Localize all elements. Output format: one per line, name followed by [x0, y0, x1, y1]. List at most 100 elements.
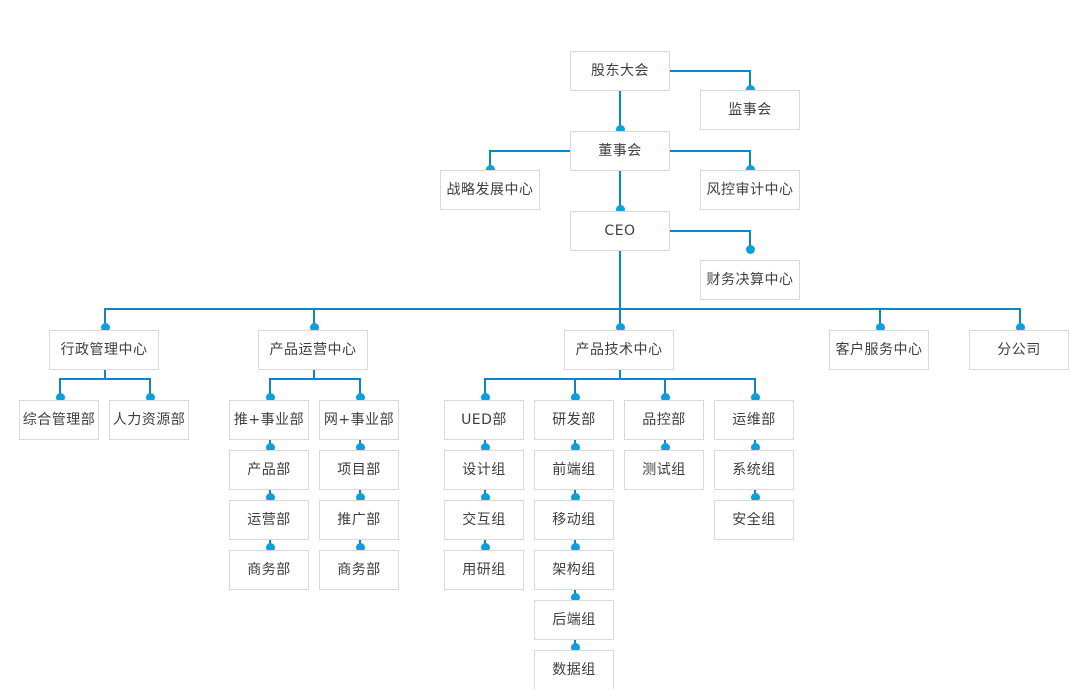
- edge-technology-to-ops-v: [754, 378, 756, 400]
- edge-bus-to-technology-v: [619, 308, 621, 330]
- node-label: 股东大会: [591, 63, 649, 79]
- node-label: 风控审计中心: [706, 182, 794, 198]
- node-business-dept-right[interactable]: 商务部: [319, 550, 399, 590]
- connector-dot-security-group: [751, 493, 760, 502]
- node-business-dept-left[interactable]: 商务部: [229, 550, 309, 590]
- node-label: 产品部: [247, 462, 291, 478]
- node-label: 客户服务中心: [835, 342, 923, 358]
- edge-technology-bus: [484, 378, 755, 380]
- connector-dot-frontend-group: [571, 443, 580, 452]
- node-label: 前端组: [552, 462, 596, 478]
- node-label: 后端组: [552, 612, 596, 628]
- node-tui-plus-business-unit[interactable]: 推+事业部: [229, 400, 309, 440]
- node-label: 架构组: [552, 562, 596, 578]
- edge-shareholders-to-supervisors-v: [749, 70, 751, 91]
- edge-ceo-to-bus-v: [619, 251, 621, 309]
- node-label: 推广部: [337, 512, 381, 528]
- connector-dot-backend-group: [571, 593, 580, 602]
- node-user-research-group[interactable]: 用研组: [444, 550, 524, 590]
- node-label: 产品运营中心: [269, 342, 357, 358]
- node-label: 战略发展中心: [446, 182, 534, 198]
- node-qa-dept[interactable]: 品控部: [624, 400, 704, 440]
- connector-dot-business-dept-right: [356, 543, 365, 552]
- connector-dot-strategy: [486, 165, 495, 174]
- connector-dot-design-group: [481, 443, 490, 452]
- node-human-resources-dept[interactable]: 人力资源部: [109, 400, 189, 440]
- node-frontend-group[interactable]: 前端组: [534, 450, 614, 490]
- node-general-management-dept[interactable]: 综合管理部: [19, 400, 99, 440]
- node-shareholders-meeting[interactable]: 股东大会: [570, 51, 670, 91]
- connector-dot-tui-business-unit: [266, 393, 275, 402]
- edge-bus-to-service-v: [879, 308, 881, 330]
- node-label: 推+事业部: [233, 412, 305, 428]
- node-label: 商务部: [337, 562, 381, 578]
- node-security-group[interactable]: 安全组: [714, 500, 794, 540]
- node-risk-audit-center[interactable]: 风控审计中心: [700, 170, 800, 210]
- node-mobile-group[interactable]: 移动组: [534, 500, 614, 540]
- node-project-dept[interactable]: 项目部: [319, 450, 399, 490]
- node-label: 分公司: [997, 342, 1041, 358]
- edge-operation-to-wang-v: [359, 378, 361, 400]
- connector-dot-risk: [746, 165, 755, 174]
- node-system-group[interactable]: 系统组: [714, 450, 794, 490]
- node-board-of-supervisors[interactable]: 监事会: [700, 90, 800, 130]
- node-label: 综合管理部: [22, 412, 96, 428]
- node-board-of-directors[interactable]: 董事会: [570, 131, 670, 171]
- node-operation-dept[interactable]: 运营部: [229, 500, 309, 540]
- connector-dot-system-group: [751, 443, 760, 452]
- edge-board-to-strategy-h: [489, 150, 571, 152]
- node-label: 运维部: [732, 412, 776, 428]
- node-ceo[interactable]: CEO: [570, 211, 670, 251]
- connector-dot-qa-dept: [661, 393, 670, 402]
- node-label: 交互组: [462, 512, 506, 528]
- edge-operation-bus: [269, 378, 360, 380]
- edge-technology-stem: [619, 370, 621, 380]
- connector-dot-business-dept-left: [266, 543, 275, 552]
- node-admin-management-center[interactable]: 行政管理中心: [49, 330, 159, 370]
- edge-admin-stem: [104, 370, 106, 380]
- node-interaction-group[interactable]: 交互组: [444, 500, 524, 540]
- connector-dot-project-dept: [356, 443, 365, 452]
- connector-dot-ops-dept: [751, 393, 760, 402]
- node-ops-dept[interactable]: 运维部: [714, 400, 794, 440]
- edge-technology-to-qa-v: [664, 378, 666, 400]
- node-finance-settlement-center[interactable]: 财务决算中心: [700, 260, 800, 300]
- node-backend-group[interactable]: 后端组: [534, 600, 614, 640]
- node-rd-dept[interactable]: 研发部: [534, 400, 614, 440]
- node-product-dept[interactable]: 产品部: [229, 450, 309, 490]
- node-design-group[interactable]: 设计组: [444, 450, 524, 490]
- node-promotion-dept[interactable]: 推广部: [319, 500, 399, 540]
- connector-dot-test-group: [661, 443, 670, 452]
- node-label: 产品技术中心: [575, 342, 663, 358]
- node-label: UED部: [461, 412, 507, 428]
- node-branch-company[interactable]: 分公司: [969, 330, 1069, 370]
- node-wang-plus-business-unit[interactable]: 网+事业部: [319, 400, 399, 440]
- node-label: 系统组: [732, 462, 776, 478]
- connector-dot-human-resources: [146, 393, 155, 402]
- node-label: CEO: [604, 223, 636, 239]
- node-architecture-group[interactable]: 架构组: [534, 550, 614, 590]
- connector-dot-branch-company: [1016, 323, 1025, 332]
- node-data-group[interactable]: 数据组: [534, 650, 614, 689]
- connector-dot-general-management: [56, 393, 65, 402]
- connector-dot-operation-dept: [266, 493, 275, 502]
- edge-technology-to-rd-v: [574, 378, 576, 400]
- connector-dot-user-research-group: [481, 543, 490, 552]
- node-customer-service-center[interactable]: 客户服务中心: [829, 330, 929, 370]
- node-label: 网+事业部: [323, 412, 395, 428]
- connector-dot-interaction-group: [481, 493, 490, 502]
- connector-dot-admin-center: [101, 323, 110, 332]
- edge-admin-bus: [59, 378, 150, 380]
- edge-bus-to-admin-v: [104, 308, 106, 330]
- node-label: 行政管理中心: [60, 342, 148, 358]
- connector-dot-board: [616, 125, 625, 134]
- node-product-technology-center[interactable]: 产品技术中心: [564, 330, 674, 370]
- node-product-operation-center[interactable]: 产品运营中心: [258, 330, 368, 370]
- edge-technology-to-ued-v: [484, 378, 486, 400]
- connector-dot-wang-business-unit: [356, 393, 365, 402]
- node-ued-dept[interactable]: UED部: [444, 400, 524, 440]
- node-strategic-development-center[interactable]: 战略发展中心: [440, 170, 540, 210]
- connector-dot-supervisors: [746, 85, 755, 94]
- node-test-group[interactable]: 测试组: [624, 450, 704, 490]
